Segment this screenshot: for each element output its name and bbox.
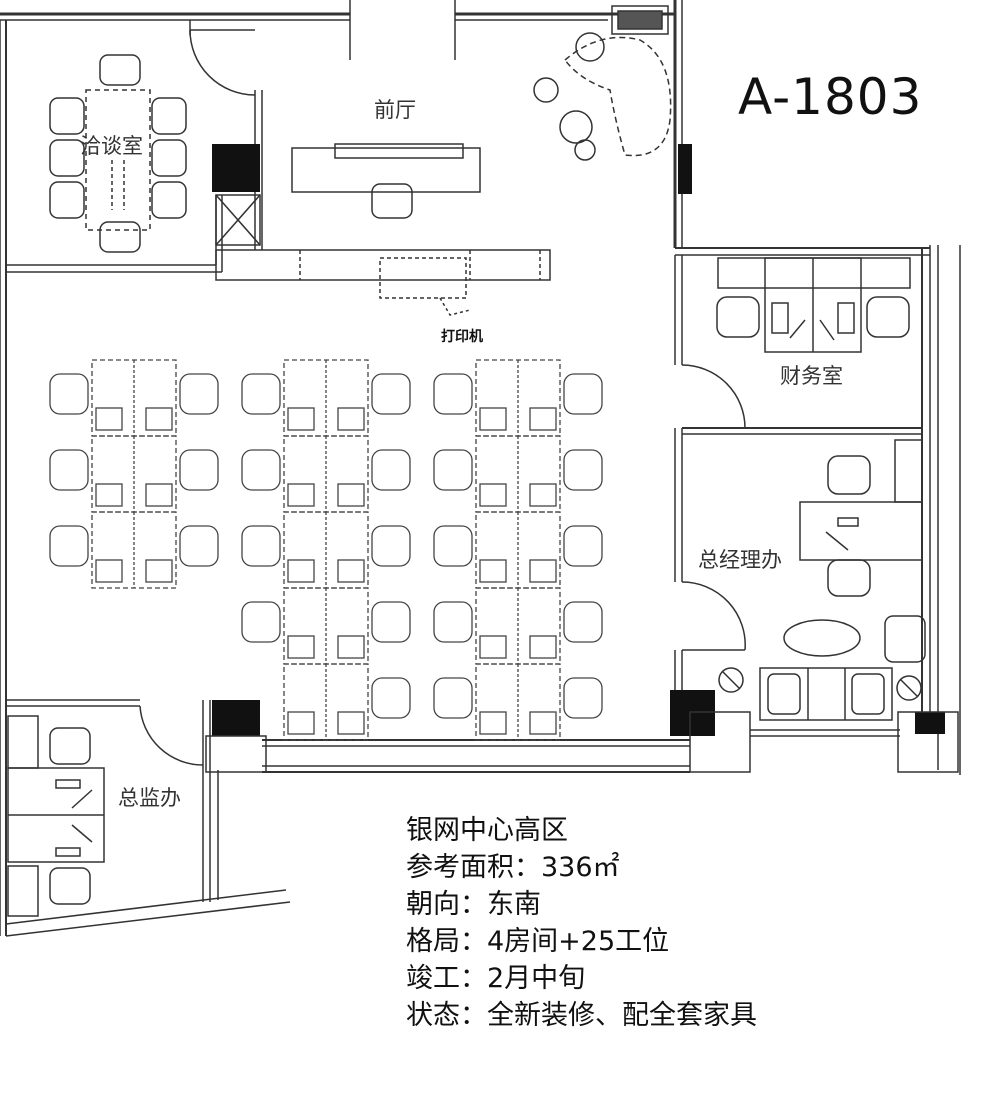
workstation-chair — [241, 601, 281, 643]
room-label-director: 总监办 — [118, 786, 181, 810]
workstation-chair — [241, 373, 281, 415]
desk-cabinet — [479, 483, 507, 507]
desk-cabinet — [287, 711, 315, 735]
workstation-chair — [241, 525, 281, 567]
workstation-chair — [563, 601, 603, 643]
workstation-chair — [179, 373, 219, 415]
workstation-chair — [433, 525, 473, 567]
desk-cabinet — [529, 635, 557, 659]
desk-cabinet — [529, 483, 557, 507]
desk-cabinet — [145, 483, 173, 507]
workstation-chair — [241, 449, 281, 491]
workstation-chair — [563, 677, 603, 719]
workstation-chair — [371, 373, 411, 415]
desk-cabinet — [479, 711, 507, 735]
workstation-chair — [49, 373, 89, 415]
desk-cabinet — [95, 407, 123, 431]
workstation-chair — [433, 601, 473, 643]
workstation-chair — [371, 677, 411, 719]
workstation-chair — [371, 449, 411, 491]
room-label-reception: 前厅 — [374, 98, 416, 122]
meeting-chairs — [49, 54, 187, 253]
desk-cabinet — [529, 711, 557, 735]
info-building: 银网中心高区 — [406, 815, 568, 846]
printer-label: 打印机 — [441, 329, 483, 345]
room-label-finance: 财务室 — [780, 364, 843, 388]
workstation-chair — [433, 677, 473, 719]
info-orientation: 朝向：东南 — [406, 889, 541, 920]
desk-cabinet — [337, 483, 365, 507]
structural-columns — [212, 144, 945, 736]
workstation-chair — [179, 525, 219, 567]
info-completion: 竣工：2月中旬 — [406, 963, 586, 994]
unit-number: A-1803 — [738, 68, 923, 126]
desk-cabinet — [95, 559, 123, 583]
workstation-chair — [49, 449, 89, 491]
info-layout: 格局：4房间+25工位 — [406, 926, 670, 957]
desk-cabinet — [287, 407, 315, 431]
desk-cabinet — [287, 559, 315, 583]
room-label-meeting: 洽谈室 — [80, 134, 143, 158]
desk-cabinet — [479, 407, 507, 431]
info-status: 状态：全新装修、配全套家具 — [406, 1000, 757, 1031]
desk-cabinet — [337, 407, 365, 431]
desk-cabinet — [337, 635, 365, 659]
workstation-chair — [433, 373, 473, 415]
workstation-chair — [563, 525, 603, 567]
room-label-gm: 总经理办 — [698, 548, 782, 572]
desk-cabinet — [529, 407, 557, 431]
desk-cabinet — [145, 559, 173, 583]
desk-cabinet — [529, 559, 557, 583]
workstation-area — [49, 359, 603, 741]
desk-cabinet — [337, 711, 365, 735]
workstation-chair — [433, 449, 473, 491]
workstation-chair — [371, 525, 411, 567]
desk-cabinet — [95, 483, 123, 507]
desk-cabinet — [337, 559, 365, 583]
workstation-chair — [49, 525, 89, 567]
desk-cabinet — [479, 635, 507, 659]
desk-cabinet — [287, 635, 315, 659]
workstation-chair — [563, 449, 603, 491]
workstation-chair — [563, 373, 603, 415]
desk-cabinet — [287, 483, 315, 507]
desk-cabinet — [479, 559, 507, 583]
workstation-chair — [179, 449, 219, 491]
desk-cabinet — [145, 407, 173, 431]
workstation-chair — [371, 601, 411, 643]
info-area: 参考面积：336㎡ — [406, 852, 620, 883]
property-info: 银网中心高区 参考面积：336㎡ 朝向：东南 格局：4房间+25工位 竣工：2月… — [406, 812, 757, 1034]
